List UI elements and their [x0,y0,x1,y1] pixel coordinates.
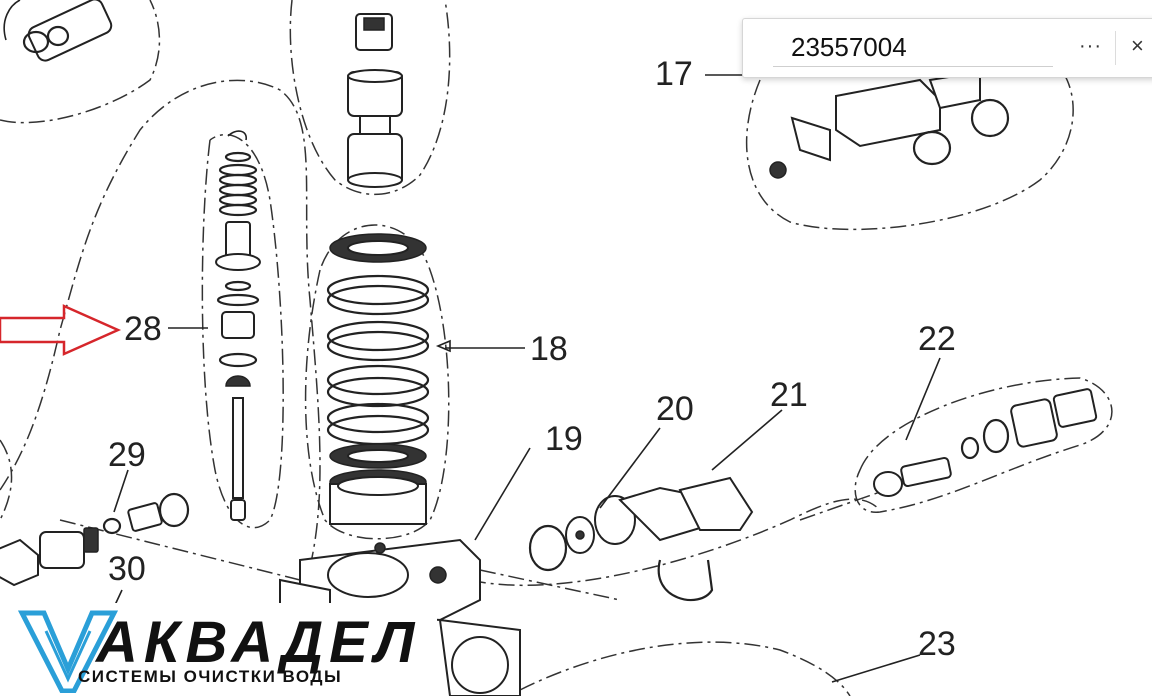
leader-lines [107,74,941,683]
callout-18: 18 [530,330,568,368]
group-outline-18 [304,224,450,540]
piston-top-part [347,13,403,188]
callout-30: 30 [108,550,146,588]
callout-28: 28 [124,310,162,348]
top-left-fittings [3,0,113,62]
find-popup: 23557004 ··· × [742,18,1152,78]
part-29-30-fittings [0,492,190,587]
logo-tagline: СИСТЕМЫ ОЧИСТКИ ВОДЫ [78,667,343,686]
group-outline-17 [745,57,1074,231]
axis-line-22 [799,491,881,521]
part-20-21-inlet [528,476,754,602]
group-outline-28 [201,133,284,529]
highlight-arrow [0,304,122,356]
more-options-button[interactable]: ··· [1079,35,1102,57]
group-outline-top-left [0,0,161,124]
part-18-seal-stack [326,233,430,525]
callout-29: 29 [108,436,146,474]
callout-21: 21 [770,376,808,414]
part-28-valve-stack [215,130,261,521]
part-17-unloader [769,70,1010,179]
axis-line-29 [59,519,301,581]
group-outline-bottom-left [0,439,13,521]
callout-19: 19 [545,420,583,458]
group-outline-left-long [0,79,321,601]
callout-20: 20 [656,390,694,428]
logo-mark-icon [18,610,118,693]
search-underline [773,66,1053,67]
divider [1115,31,1116,65]
axis-line-20 [479,569,621,601]
callout-23: 23 [918,625,956,663]
part-19-pump-head [279,538,521,696]
close-button[interactable]: × [1131,33,1144,58]
group-outline-22 [854,377,1113,513]
logo-name: АКВАДЕЛ [96,610,421,675]
brand-logo: АКВАДЕЛ СИСТЕМЫ ОЧИСТКИ ВОДЫ [0,603,437,696]
search-input[interactable]: 23557004 [791,32,907,62]
group-outline-lower [469,498,881,586]
callout-22: 22 [918,320,956,358]
callout-17: 17 [655,55,693,93]
group-outline-bottom [519,641,851,696]
part-22-valve [873,388,1098,497]
group-outline-piston [289,0,451,196]
